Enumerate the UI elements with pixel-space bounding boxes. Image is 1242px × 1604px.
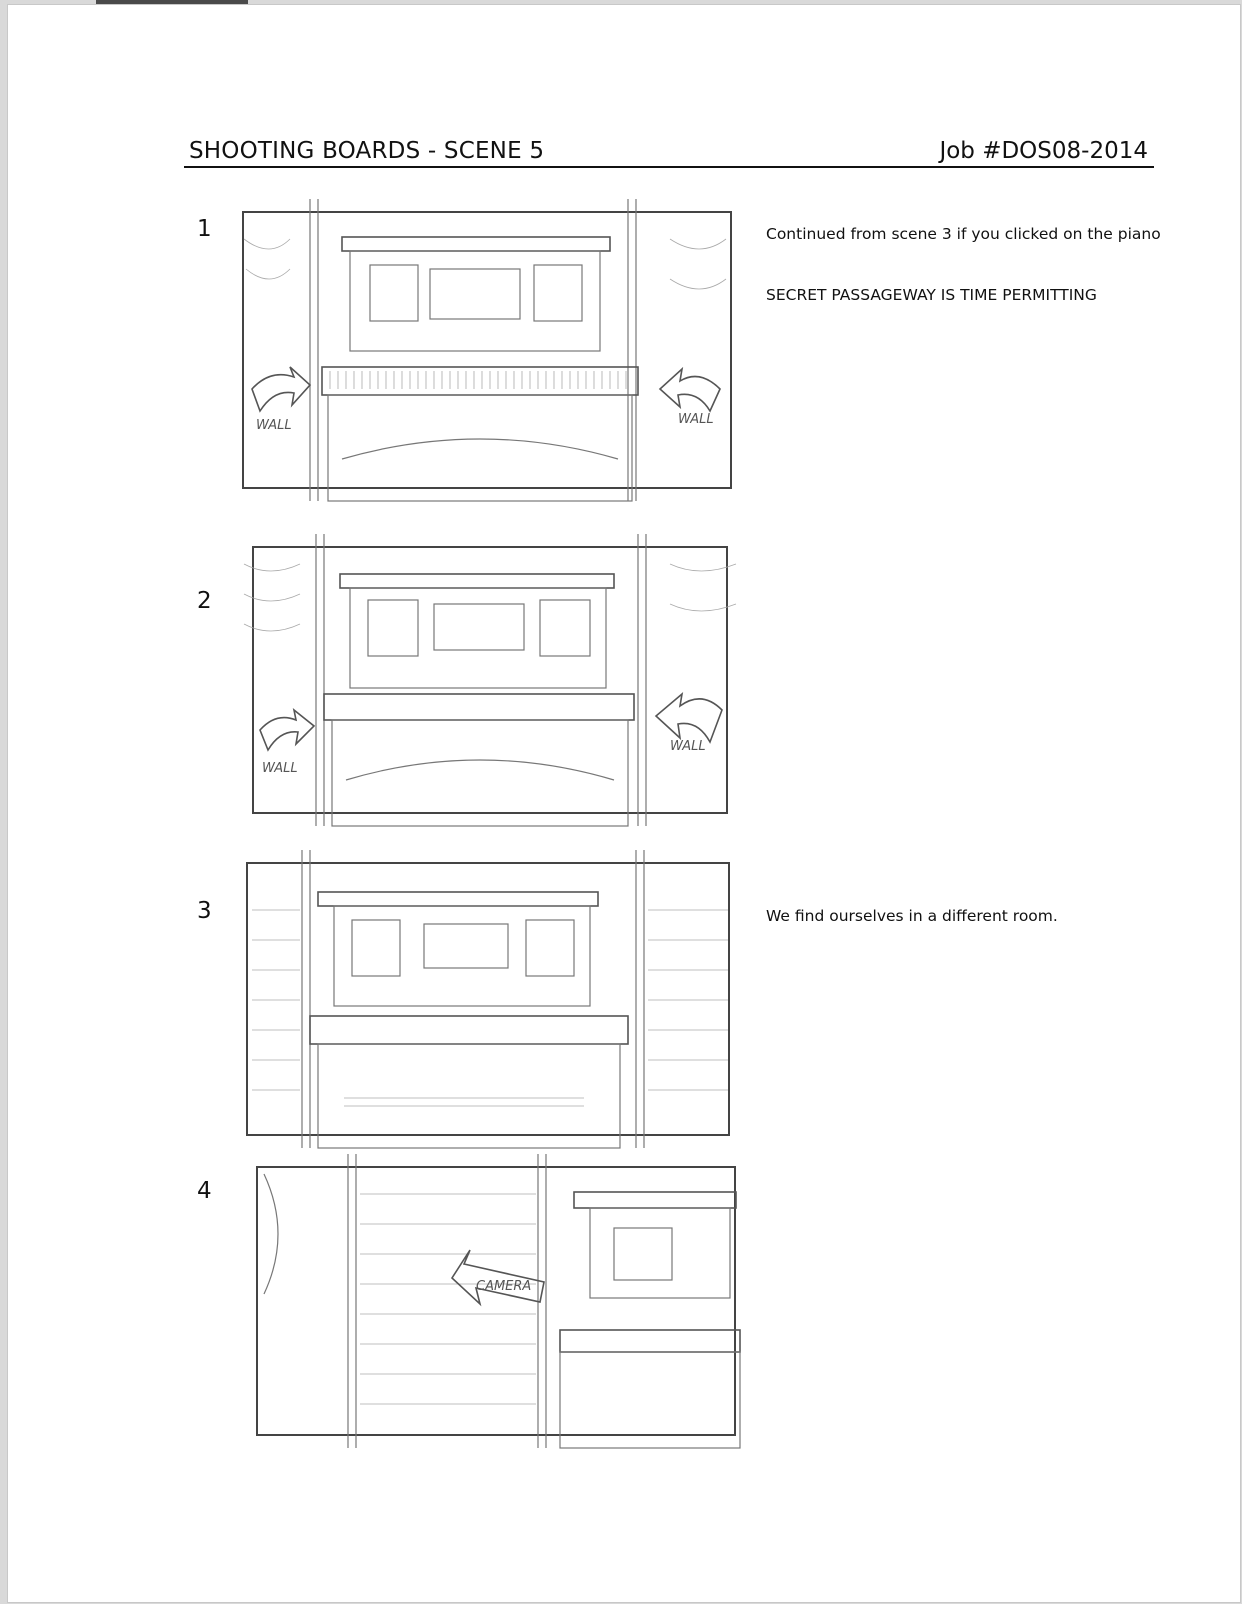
panel-1-note-2: SECRET PASSAGEWAY IS TIME PERMITTING (766, 286, 1097, 304)
sketch-label-camera: CAMERA (476, 1279, 531, 1294)
storyboard-panel-4: CAMERA (256, 1154, 741, 1449)
piano-sketch-1: WALL WALL (243, 199, 727, 502)
piano-sketch-2: WALL WALL (243, 534, 737, 827)
panel-3-note-1: We find ourselves in a different room. (766, 907, 1058, 925)
sketch-label-wall-right: WALL (678, 412, 714, 427)
panel-1-note-1: Continued from scene 3 if you clicked on… (766, 225, 1161, 243)
page-title: SHOOTING BOARDS - SCENE 5 (189, 138, 545, 164)
panel-number-3: 3 (197, 898, 212, 924)
piano-sketch-4: CAMERA (263, 1154, 741, 1449)
sketch-label-wall-left: WALL (256, 418, 292, 433)
storyboard-panel-1: WALL WALL (242, 199, 732, 502)
storyboard-panel-2: WALL WALL (243, 534, 737, 827)
panel-number-2: 2 (197, 588, 212, 614)
page-header: SHOOTING BOARDS - SCENE 5 Job #DOS08-201… (184, 132, 1154, 168)
panel-number-4: 4 (197, 1178, 212, 1204)
job-number: Job #DOS08-2014 (939, 138, 1148, 164)
active-tab-indicator (96, 0, 248, 5)
piano-sketch-3 (252, 850, 728, 1149)
sketch-label-wall-right-2: WALL (670, 739, 706, 754)
panel-number-1: 1 (197, 216, 212, 242)
sketch-label-wall-left-2: WALL (262, 761, 298, 776)
storyboard-panel-3 (246, 850, 730, 1149)
